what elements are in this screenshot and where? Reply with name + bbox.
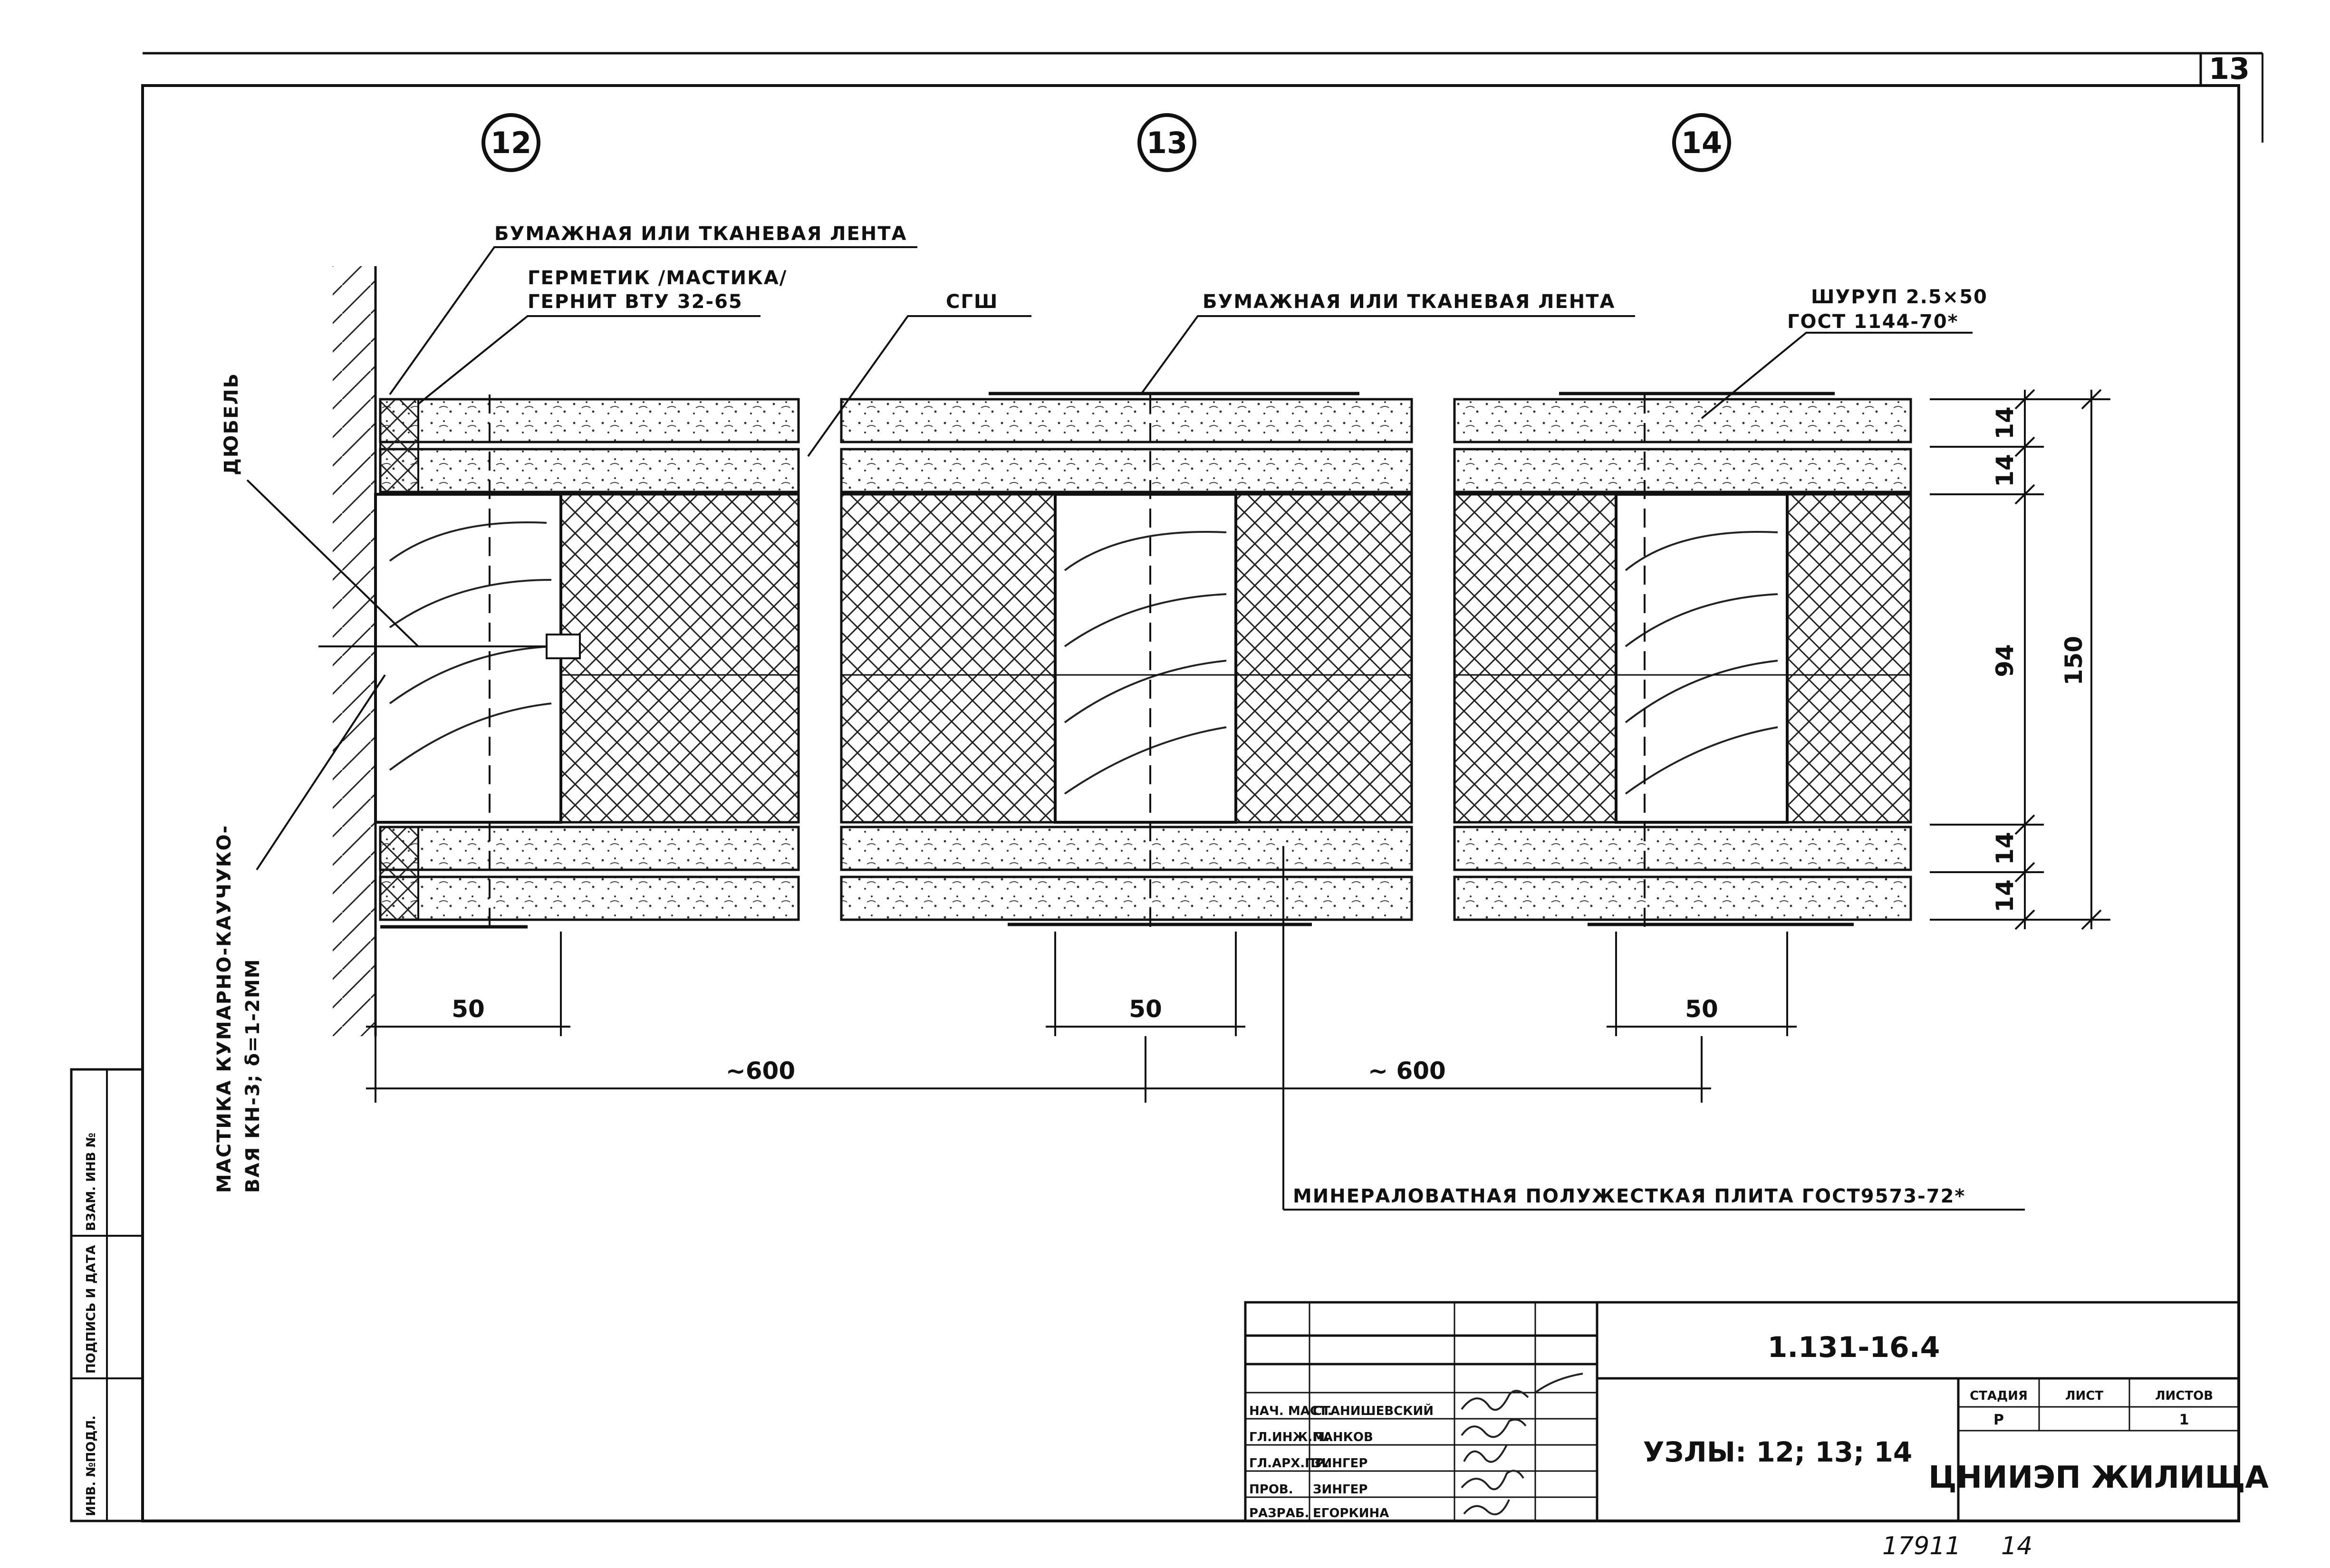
node-14-circle: [1672, 113, 1731, 172]
role-1: НАЧ. МАСТ.: [1249, 1404, 1332, 1418]
label-mastic-2: ВАЯ КН-3; δ=1-2ММ: [242, 958, 264, 1193]
node-12-label: 12: [491, 125, 531, 160]
dim-overlap-3: 50: [1685, 995, 1718, 1023]
drawing-title: УЗЛЫ: 12; 13; 14: [1643, 1436, 1913, 1468]
node-13-section: [840, 392, 1413, 927]
dim-core: 94: [1991, 644, 2019, 677]
archive-number: 17911: [1882, 1532, 1961, 1560]
wood-stud: [374, 493, 562, 824]
name-5: ЕГОРКИНА: [1313, 1506, 1389, 1520]
sheet-frame: [141, 52, 2263, 1522]
signatures: [1461, 1373, 1583, 1516]
dim-layer-1: 14: [1991, 406, 2019, 440]
node-13: 13: [1137, 113, 1196, 172]
label-screw-1: ШУРУП 2.5×50: [1811, 286, 1988, 308]
label-mineral: МИНЕРАЛОВАТНАЯ ПОЛУЖЕСТКАЯ ПЛИТА ГОСТ957…: [1293, 1185, 1965, 1207]
mineral-wool: [559, 493, 800, 824]
role-3: ГЛ.АРХ.ПР.: [1249, 1456, 1329, 1471]
dimension-right: [1930, 389, 2110, 930]
left-stamp: ИНВ. №ПОДЛ. ПОДПИСЬ И ДАТА ВЗАМ. ИНВ №: [70, 1068, 144, 1522]
role-4: ПРОВ.: [1249, 1482, 1293, 1497]
value-stage: Р: [1993, 1412, 2004, 1428]
dim-layer-2: 14: [1991, 454, 2019, 487]
label-tape-middle: БУМАЖНАЯ ИЛИ ТКАНЕВАЯ ЛЕНТА: [1203, 291, 1616, 313]
dim-layer-4: 14: [1991, 879, 2019, 913]
stamp-inv-podl: ИНВ. №ПОДЛ.: [84, 1415, 98, 1516]
page-number: 14: [2001, 1532, 2032, 1560]
node-12: 12: [481, 113, 540, 172]
dim-layer-3: 14: [1991, 832, 2019, 865]
title-block: [1244, 1301, 2240, 1522]
dim-span-2: ~ 600: [1368, 1057, 1446, 1085]
label-sealant-1: ГЕРМЕТИК /МАСТИКА/: [528, 267, 787, 289]
label-dowel: ДЮБЕЛЬ: [221, 373, 242, 475]
dim-overlap-2: 50: [1129, 995, 1162, 1023]
sealant-bottom: [379, 826, 419, 921]
name-2: ПАНКОВ: [1313, 1430, 1373, 1444]
wall: [333, 266, 377, 1036]
stamp-vzam: ВЗАМ. ИНВ №: [84, 1133, 98, 1231]
sealant-top: [379, 398, 419, 493]
role-5: РАЗРАБ.: [1249, 1506, 1309, 1520]
stamp-podpis: ПОДПИСЬ И ДАТА: [84, 1245, 98, 1374]
role-2: ГЛ.ИНЖ.М.: [1249, 1430, 1329, 1444]
node-14: 14: [1672, 113, 1731, 172]
board-top-2: [379, 448, 800, 493]
header-sheet: ЛИСТ: [2065, 1389, 2103, 1403]
label-screw-2: ГОСТ 1144-70*: [1787, 311, 1959, 333]
dim-span-1: ~600: [726, 1057, 795, 1085]
organization: ЦНИИЭП ЖИЛИЩА: [1928, 1460, 2269, 1495]
header-sheets: ЛИСТОВ: [2155, 1389, 2213, 1403]
dim-overlap-1: 50: [452, 995, 485, 1023]
value-sheets: 1: [2179, 1412, 2189, 1428]
label-tape-left: БУМАЖНАЯ ИЛИ ТКАНЕВАЯ ЛЕНТА: [494, 223, 907, 245]
node-12-section: [318, 394, 800, 929]
label-sealant-2: ГЕРНИТ ВТУ 32-65: [528, 291, 743, 313]
board-top-1: [379, 398, 800, 443]
label-mastic-1: МАСТИКА КУМАРНО-КАУЧУКО-: [213, 825, 235, 1193]
node-13-circle: [1137, 113, 1196, 172]
board-bottom-2: [379, 875, 800, 921]
dimension-bottom: [366, 932, 1797, 1103]
board-bottom-1: [379, 826, 800, 871]
leader-lines: [246, 246, 2025, 1211]
sheet-number: 13: [2209, 51, 2250, 86]
label-sgsh: СГШ: [946, 291, 998, 313]
name-1: СТАНИШЕВСКИЙ: [1313, 1403, 1434, 1418]
node-14-section: [1453, 392, 1912, 927]
node-14-label: 14: [1681, 125, 1722, 160]
name-4: ЗИНГЕР: [1313, 1482, 1367, 1497]
name-3: ЗИНГЕР: [1313, 1456, 1367, 1471]
node-12-circle: [481, 113, 540, 172]
node-13-label: 13: [1146, 125, 1187, 160]
dim-total: 150: [2060, 636, 2088, 685]
drawing-code: 1.131-16.4: [1768, 1331, 1940, 1364]
header-stage: СТАДИЯ: [1970, 1389, 2028, 1403]
